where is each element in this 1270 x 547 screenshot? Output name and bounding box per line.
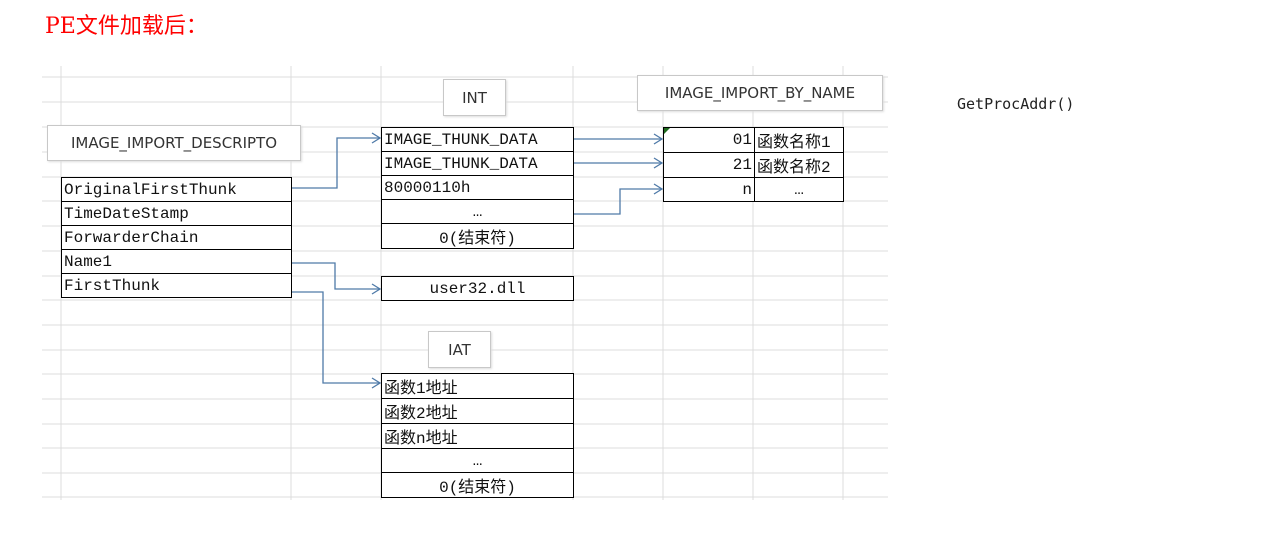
int-row: 0(结束符) bbox=[381, 223, 574, 249]
descriptor-field: ForwarderChain bbox=[61, 225, 292, 250]
arrow-name-to-dll bbox=[292, 262, 380, 290]
arrow-firstthunk-to-iat bbox=[292, 291, 380, 384]
name-cell: … bbox=[754, 177, 844, 202]
descriptor-field: FirstThunk bbox=[61, 273, 292, 298]
iat-row: 0(结束符) bbox=[381, 472, 574, 498]
dll-name: user32.dll bbox=[381, 276, 574, 301]
descriptor-table: OriginalFirstThunk TimeDateStamp Forward… bbox=[61, 177, 292, 298]
hint-cell: n bbox=[663, 177, 755, 202]
descriptor-field: OriginalFirstThunk bbox=[61, 177, 292, 202]
int-label: INT bbox=[443, 79, 506, 116]
iat-table: 函数1地址 函数2地址 函数n地址 … 0(结束符) bbox=[381, 373, 574, 498]
iat-row: 函数1地址 bbox=[381, 373, 574, 399]
iat-row: … bbox=[381, 448, 574, 473]
int-row: … bbox=[381, 199, 574, 224]
arrow-oft-to-int bbox=[292, 137, 380, 189]
dll-name-table: user32.dll bbox=[381, 276, 574, 301]
page-title: PE文件加载后： bbox=[45, 14, 208, 39]
iat-label: IAT bbox=[428, 331, 491, 368]
int-row: 80000110h bbox=[381, 175, 574, 200]
arrow-intn-to-name bbox=[574, 188, 662, 215]
iat-row: 函数2地址 bbox=[381, 398, 574, 424]
hint-cell: 01 bbox=[663, 127, 755, 153]
descriptor-field: Name1 bbox=[61, 249, 292, 274]
int-table: IMAGE_THUNK_DATA IMAGE_THUNK_DATA 800001… bbox=[381, 127, 574, 249]
name-cell: 函数名称1 bbox=[754, 127, 844, 153]
by-name-label: IMAGE_IMPORT_BY_NAME bbox=[637, 75, 883, 111]
iat-row: 函数n地址 bbox=[381, 423, 574, 449]
name-cell: 函数名称2 bbox=[754, 152, 844, 178]
getprocaddr-note: GetProcAddr() bbox=[957, 95, 1075, 113]
descriptor-field: TimeDateStamp bbox=[61, 201, 292, 226]
descriptor-label: IMAGE_IMPORT_DESCRIPTO bbox=[47, 125, 301, 161]
